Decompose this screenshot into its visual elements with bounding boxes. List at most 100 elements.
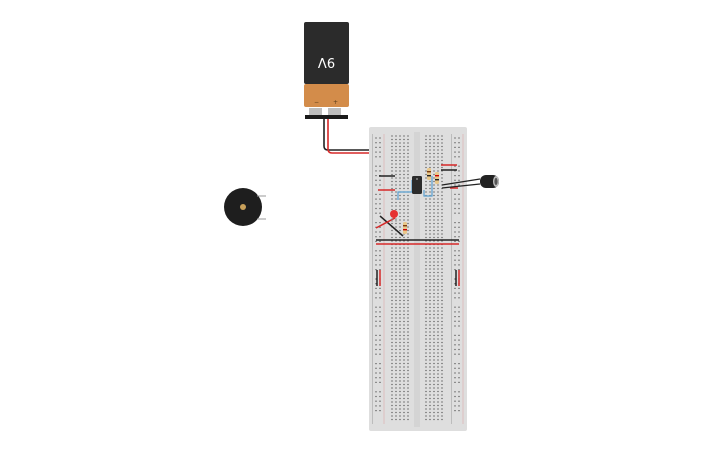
breadboard-hole	[454, 184, 456, 186]
breadboard-hole	[379, 198, 381, 200]
resistor-2[interactable]	[435, 172, 439, 184]
breadboard-hole	[395, 180, 397, 183]
breadboard-hole	[425, 222, 427, 225]
breadboard-hole	[395, 240, 397, 242]
breadboard-hole	[433, 145, 435, 148]
breadboard-hole	[425, 145, 427, 148]
breadboard-hole	[407, 317, 409, 319]
electrolytic-capacitor[interactable]	[480, 175, 499, 188]
breadboard-hole	[391, 296, 393, 298]
breadboard-hole	[437, 191, 439, 193]
breadboard-hole	[441, 194, 443, 197]
piezo-buzzer[interactable]	[224, 188, 266, 226]
breadboard-hole	[399, 173, 401, 176]
battery-terminal-positive[interactable]	[328, 108, 341, 115]
breadboard-hole	[395, 254, 397, 256]
breadboard-hole	[379, 165, 381, 167]
breadboard-hole	[399, 236, 401, 239]
breadboard-hole	[399, 212, 401, 214]
breadboard-hole	[407, 149, 409, 151]
breadboard-hole	[433, 352, 435, 354]
breadboard-hole	[441, 303, 443, 305]
battery-terminal-negative[interactable]	[309, 108, 322, 115]
breadboard-hole	[433, 205, 435, 207]
breadboard-hole	[441, 159, 443, 162]
breadboard-hole	[395, 324, 397, 326]
ic-555-timer[interactable]	[412, 176, 422, 194]
breadboard-hole	[407, 156, 409, 158]
breadboard-hole	[391, 376, 393, 379]
breadboard-hole	[429, 369, 431, 372]
breadboard-hole	[399, 180, 401, 183]
breadboard-hole	[433, 219, 435, 221]
breadboard-hole	[437, 215, 439, 218]
breadboard-hole	[437, 264, 439, 267]
breadboard-hole	[395, 359, 397, 361]
breadboard-hole	[433, 411, 435, 414]
breadboard-hole	[407, 173, 409, 176]
breadboard-hole	[425, 411, 427, 414]
resistor-1[interactable]	[427, 168, 431, 180]
breadboard[interactable]	[369, 127, 467, 431]
breadboard-hole	[433, 261, 435, 263]
breadboard-hole	[437, 289, 439, 291]
breadboard-hole	[399, 170, 401, 172]
breadboard-hole	[433, 257, 435, 260]
breadboard-hole	[391, 390, 393, 393]
breadboard-hole	[379, 212, 381, 214]
breadboard-hole	[395, 383, 397, 386]
resistor-3[interactable]	[403, 222, 407, 234]
breadboard-hole	[437, 138, 439, 141]
breadboard-hole	[399, 331, 401, 333]
breadboard-hole	[403, 166, 405, 169]
ic-body	[412, 176, 422, 194]
breadboard-hole	[433, 341, 435, 344]
breadboard-hole	[403, 320, 405, 323]
wire-black-diag[interactable]	[379, 215, 404, 237]
breadboard-hole	[433, 404, 435, 407]
breadboard-hole	[395, 170, 397, 172]
resistor-2-body	[435, 172, 439, 184]
breadboard-hole	[433, 306, 435, 309]
breadboard-hole	[407, 313, 409, 316]
breadboard-hole	[395, 317, 397, 319]
breadboard-hole	[429, 187, 431, 190]
breadboard-hole	[429, 362, 431, 365]
breadboard-hole	[391, 397, 393, 400]
battery-9v[interactable]: 9V − +	[304, 22, 349, 119]
capacitor-lead-1[interactable]	[441, 178, 481, 186]
breadboard-hole	[425, 278, 427, 281]
breadboard-hole	[391, 366, 393, 368]
breadboard-hole	[391, 387, 393, 389]
breadboard-hole	[375, 391, 377, 393]
breadboard-hole	[433, 327, 435, 330]
breadboard-hole	[425, 184, 427, 186]
breadboard-hole	[454, 179, 456, 181]
breadboard-hole	[379, 287, 381, 289]
breadboard-hole	[407, 376, 409, 379]
breadboard-hole	[437, 152, 439, 155]
breadboard-hole	[437, 355, 439, 358]
battery-wire-red[interactable]	[327, 119, 380, 154]
breadboard-hole	[454, 325, 456, 327]
breadboard-hole	[391, 166, 393, 169]
breadboard-hole	[395, 145, 397, 148]
breadboard-hole	[429, 278, 431, 281]
wire-blue-2[interactable]	[423, 176, 433, 197]
breadboard-hole	[379, 363, 381, 365]
breadboard-hole	[379, 339, 381, 341]
breadboard-hole	[454, 254, 456, 257]
breadboard-hole	[407, 184, 409, 186]
breadboard-hole	[375, 231, 377, 233]
breadboard-hole	[454, 339, 456, 341]
capacitor-lead-2[interactable]	[441, 183, 481, 189]
breadboard-hole	[441, 383, 443, 386]
breadboard-hole	[403, 352, 405, 354]
breadboard-hole	[433, 271, 435, 274]
breadboard-hole	[407, 233, 409, 235]
breadboard-hole	[399, 264, 401, 267]
breadboard-hole	[433, 222, 435, 225]
red-led[interactable]	[390, 210, 398, 222]
breadboard-hole	[379, 203, 381, 205]
